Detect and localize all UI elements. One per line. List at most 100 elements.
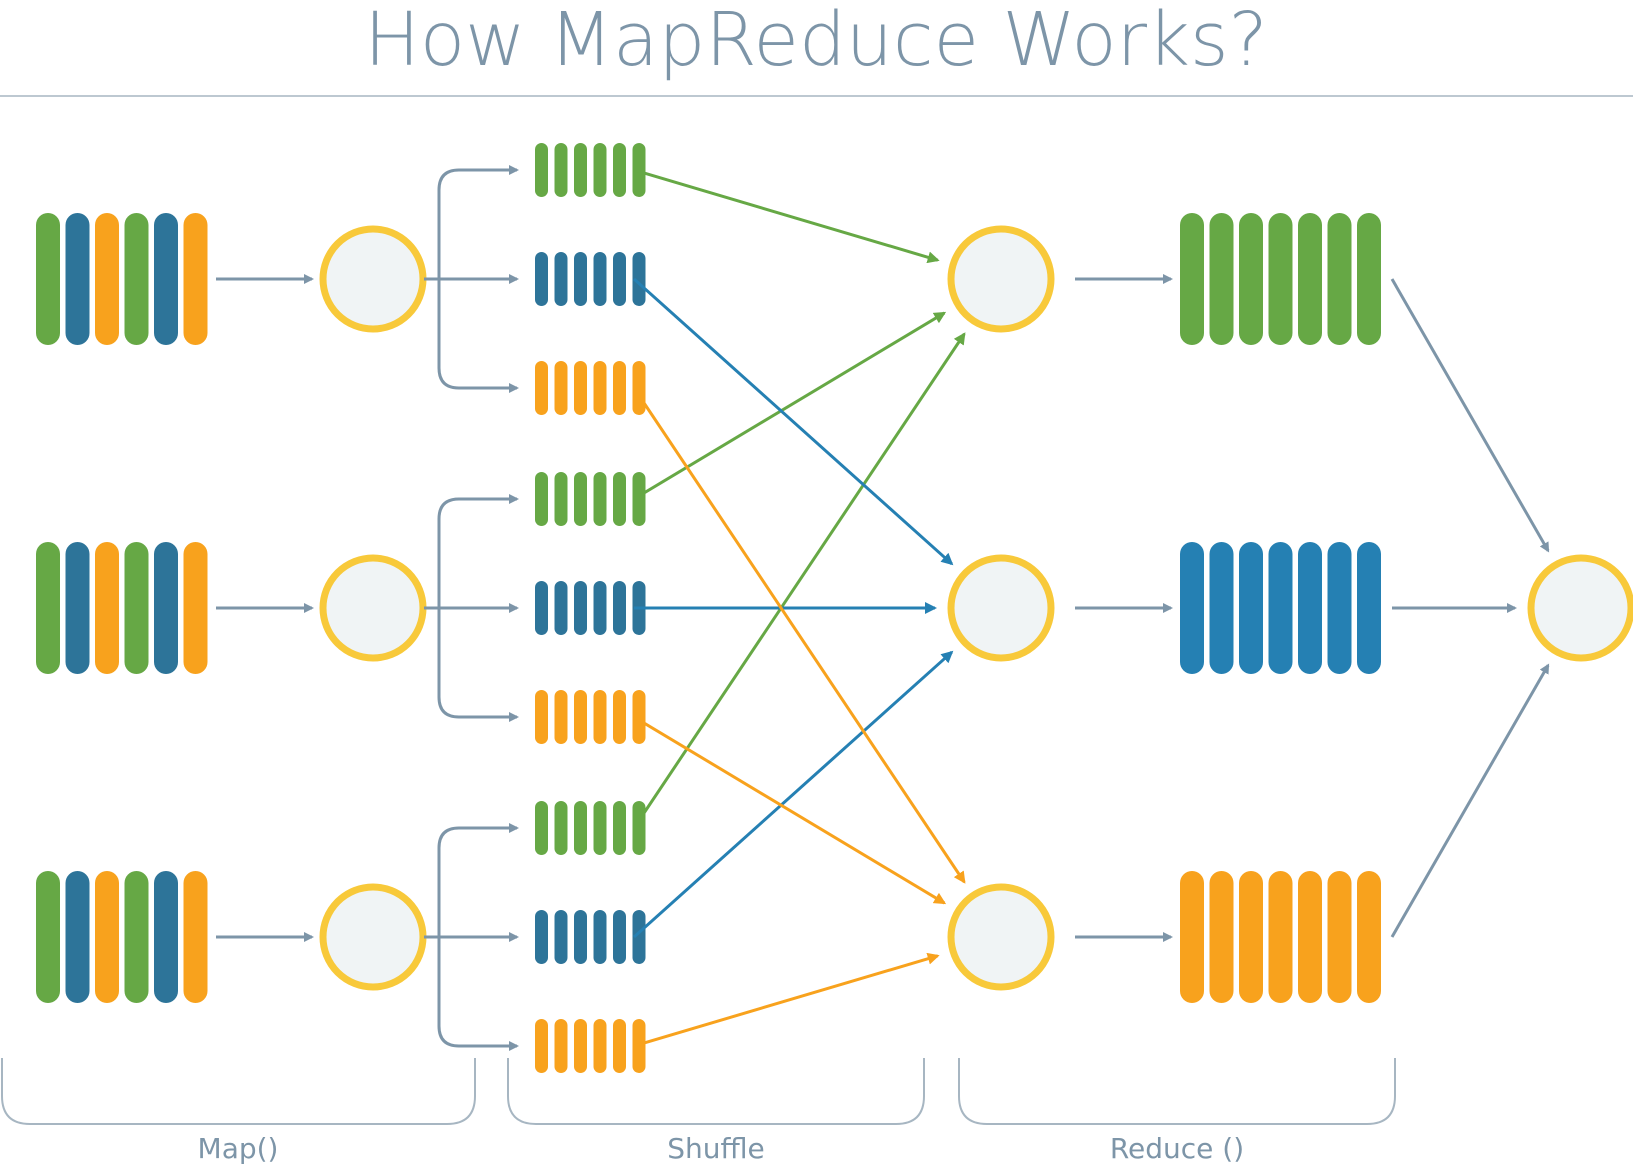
branch-bottom [437,367,519,393]
shuffle-arrow [632,387,966,884]
final-arrow [1390,663,1550,938]
final-output [1527,554,1633,662]
branch-top [437,823,519,849]
input-bar [183,871,208,1003]
partition-bar [574,361,587,415]
map-phase-label: Map() [198,1132,279,1165]
input-bar [124,871,149,1003]
input-bar [183,213,208,345]
input-bar [36,213,60,345]
input-bar [36,871,60,1003]
partition-bar [554,1019,568,1073]
mapper-node [319,554,427,662]
partition-bar [535,581,548,635]
partition-bar [593,361,607,415]
partition-bar [535,143,548,197]
partition-bar [574,690,587,744]
partition-bar [574,581,587,635]
partition-bar [613,361,626,415]
output-bar [1180,871,1204,1003]
partition-bar [554,801,568,855]
partition-bar [535,910,548,964]
partition-bar [593,143,607,197]
input-bar [183,542,208,674]
partition-bar [613,1019,626,1073]
output-bar [1268,542,1293,674]
input-bar [95,213,119,345]
partition-bar [574,1019,587,1073]
shuffle-arrow [632,332,966,829]
partition-bar [574,143,587,197]
map-bracket [1,1058,476,1125]
partition-bar [574,801,587,855]
partition-bar [613,143,626,197]
input-bar [154,213,178,345]
partition-bar [535,801,548,855]
output-bar [1298,213,1322,345]
partition-bar [554,472,568,526]
input-bar [36,542,60,674]
input-bar [124,542,149,674]
output-bar [1327,542,1352,674]
partition-bar [574,472,587,526]
output-bar [1327,871,1352,1003]
partition-bar [613,690,626,744]
partition-bar [613,472,626,526]
branch-bottom [437,696,519,722]
map-arrows [216,274,314,942]
branch-top [437,165,519,191]
partition-bar [535,1019,548,1073]
reducer-nodes [947,225,1055,991]
output-bar [1357,213,1381,345]
input-bar [95,871,119,1003]
reduce-arrows [1075,274,1550,942]
output-bar [1239,542,1263,674]
output-bar [1209,213,1234,345]
input-bar [95,542,119,674]
partition-bar [593,690,607,744]
output-bar [1357,871,1381,1003]
output-bar [1268,871,1293,1003]
partition-bar [632,252,646,306]
output-bar [1209,871,1234,1003]
page-title: How MapReduce Works? [364,0,1268,83]
branch-bottom [437,1025,519,1051]
shuffle-bracket [507,1058,925,1125]
output-bar [1268,213,1293,345]
reducer-node [947,225,1055,333]
partition-bar [554,252,568,306]
partition-bar [593,801,607,855]
final-arrow [1390,278,1550,553]
shuffle-arrows [632,168,966,1048]
reducer-node [947,554,1055,662]
reducer-node [947,883,1055,991]
shuffle-phase-label: Shuffle [667,1132,765,1165]
input-bar [65,542,90,674]
branch-top [437,494,519,520]
mapper-node [319,225,427,333]
partition-bar [593,472,607,526]
shuffle-arrow [633,311,947,501]
partitions [535,143,646,1073]
partition-bar [593,1019,607,1073]
output-bar [1298,542,1322,674]
output-bar [1209,542,1234,674]
output-bar [1357,542,1381,674]
output-bar [1180,542,1204,674]
mapper-nodes [319,225,427,991]
partition-bar [613,252,626,306]
input-bar [124,213,149,345]
partition-bar [535,472,548,526]
reduce-phase-label: Reduce () [1110,1132,1244,1165]
partition-bar [554,581,568,635]
partition-bar [632,472,646,526]
input-bar [65,213,90,345]
partition-bar [574,252,587,306]
output-bar [1298,871,1322,1003]
partition-bar [593,910,607,964]
mapper-node [319,883,427,991]
reduce-bracket [958,1058,1396,1125]
partition-bar [574,910,587,964]
input-bar [154,871,178,1003]
